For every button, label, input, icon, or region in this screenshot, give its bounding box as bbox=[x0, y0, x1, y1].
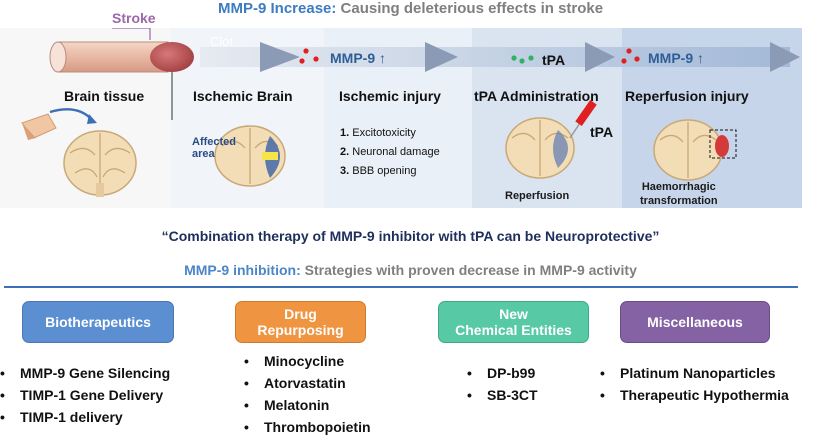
up-arrow-icon-2: ↑ bbox=[697, 50, 705, 66]
stage-title-tpa: tPA Administration bbox=[474, 88, 599, 104]
list-item: 2. Neuronal damage bbox=[340, 146, 440, 158]
list-biotherapeutics: MMP-9 Gene Silencing TIMP-1 Gene Deliver… bbox=[0, 362, 170, 428]
list-item: Atorvastatin bbox=[244, 372, 371, 394]
vessel-end bbox=[49, 41, 67, 73]
arrow-3 bbox=[585, 42, 615, 72]
injury-list: 1. Excitotoxicity 2. Neuronal damage 3. … bbox=[340, 124, 440, 181]
mmp9-dots bbox=[299, 48, 319, 64]
up-arrow-icon: ↑ bbox=[379, 50, 387, 66]
list-item: 3. BBB opening bbox=[340, 165, 417, 177]
hand-illustration bbox=[21, 108, 97, 140]
quote: “Combination therapy of MMP-9 inhibitor … bbox=[161, 228, 660, 244]
divider bbox=[4, 286, 798, 288]
syringe-label: tPA bbox=[590, 124, 614, 140]
pathway-graphics bbox=[21, 28, 800, 197]
affected-area-label: Affected area bbox=[192, 136, 237, 160]
pathway-panel: Clot MMP-9 ↑ tPA MMP-9 ↑ Brain tissue Is… bbox=[0, 28, 802, 208]
category-label: New Chemical Entities bbox=[455, 306, 572, 338]
stage-title-reperfusion: Reperfusion injury bbox=[625, 88, 749, 104]
top-title: MMP-9 Increase: Causing deleterious effe… bbox=[218, 0, 603, 17]
syringe-icon bbox=[569, 100, 597, 139]
list-miscellaneous: Platinum Nanoparticles Therapeutic Hypot… bbox=[600, 362, 789, 406]
mmp9-text: MMP-9 bbox=[330, 50, 376, 66]
list-item: DP-b99 bbox=[467, 362, 538, 384]
brain-4 bbox=[505, 117, 575, 179]
list-item: MMP-9 Gene Silencing bbox=[0, 362, 170, 384]
stroke-arrow bbox=[112, 28, 151, 40]
list-item: Thrombopoietin bbox=[244, 416, 371, 438]
list-item: SB-3CT bbox=[467, 384, 538, 406]
list-item: Therapeutic Hypothermia bbox=[600, 384, 789, 406]
clot-label: Clot bbox=[210, 34, 234, 49]
brain-1 bbox=[63, 130, 137, 197]
arrow-1 bbox=[260, 42, 300, 72]
stage-title-brain-tissue: Brain tissue bbox=[64, 88, 145, 104]
stage-title-ischemic-brain: Ischemic Brain bbox=[193, 88, 293, 104]
tpa-label: tPA bbox=[542, 52, 566, 68]
list-item: Platinum Nanoparticles bbox=[600, 362, 789, 384]
list-item: Melatonin bbox=[244, 394, 371, 416]
arrow-2 bbox=[425, 42, 458, 72]
title-rest: Causing deleterious effects in stroke bbox=[336, 0, 604, 17]
list-drug-repurposing: Minocycline Atorvastatin Melatonin Throm… bbox=[244, 350, 371, 438]
inhibition-rest: Strategies with proven decrease in MMP-9… bbox=[300, 262, 637, 278]
arrow-4 bbox=[770, 42, 800, 72]
brain-2 bbox=[214, 125, 286, 187]
category-label: Drug Repurposing bbox=[257, 306, 344, 338]
category-biotherapeutics: Biotherapeutics bbox=[22, 301, 174, 343]
category-new-chemical-entities: New Chemical Entities bbox=[438, 301, 589, 343]
brain-5 bbox=[653, 119, 737, 181]
category-label: Biotherapeutics bbox=[45, 314, 151, 330]
list-new-chemical-entities: DP-b99 SB-3CT bbox=[467, 362, 538, 406]
haemorrhagic-label: Haemorrhagic transformation bbox=[640, 181, 718, 207]
inhibition-highlight: MMP-9 inhibition: bbox=[184, 262, 301, 278]
mmp9-label: MMP-9 ↑ bbox=[330, 50, 386, 66]
list-item: TIMP-1 Gene Delivery bbox=[0, 384, 170, 406]
mmp9-label-2: MMP-9 ↑ bbox=[648, 50, 704, 66]
mmp9-text-2: MMP-9 bbox=[648, 50, 694, 66]
stage-title-ischemic-injury: Ischemic injury bbox=[339, 88, 441, 104]
mmp9-dots-2 bbox=[621, 48, 640, 64]
reperfusion-label: Reperfusion bbox=[505, 190, 570, 202]
category-label: Miscellaneous bbox=[647, 314, 743, 330]
category-drug-repurposing: Drug Repurposing bbox=[235, 301, 366, 343]
progress-band bbox=[200, 47, 790, 67]
inhibition-title: MMP-9 inhibition: Strategies with proven… bbox=[0, 262, 821, 278]
list-item: 1. Excitotoxicity bbox=[340, 127, 416, 139]
tpa-dots bbox=[511, 55, 534, 64]
category-miscellaneous: Miscellaneous bbox=[620, 301, 770, 343]
clot bbox=[150, 42, 194, 72]
list-item: TIMP-1 delivery bbox=[0, 406, 170, 428]
stroke-label: Stroke bbox=[112, 10, 156, 26]
title-highlight: MMP-9 Increase: bbox=[218, 0, 337, 17]
list-item: Minocycline bbox=[244, 350, 371, 372]
